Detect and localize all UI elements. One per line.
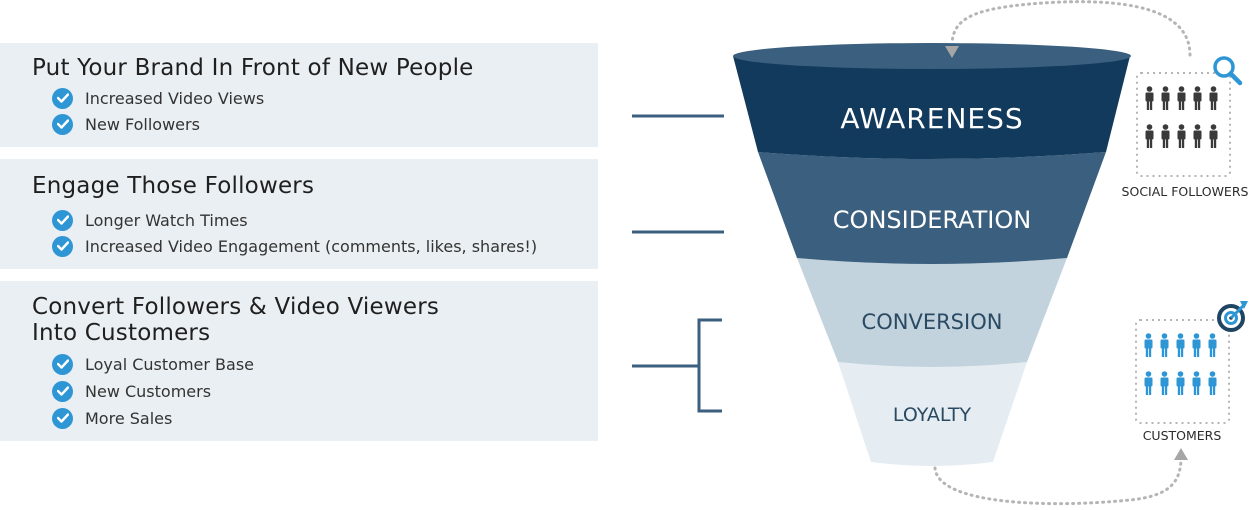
magnifier-icon xyxy=(1213,56,1243,86)
people-icon xyxy=(1144,333,1217,395)
list-item-label: Increased Video Engagement (comments, li… xyxy=(85,236,538,256)
person-icon xyxy=(1177,86,1186,110)
section-consideration: Engage Those Followers Longer Watch Time… xyxy=(0,159,598,269)
list-item-label: Longer Watch Times xyxy=(85,210,248,230)
funnel-rim xyxy=(733,43,1131,69)
funnel-stage-awareness xyxy=(733,56,1130,159)
dotted-arrow-top xyxy=(950,0,1192,57)
section-conversion: Convert Followers & Video Viewers Into C… xyxy=(0,281,598,441)
check-circle-icon xyxy=(52,87,73,109)
funnel: AWARENESS CONSIDERATION CONVERSION LOYAL… xyxy=(733,43,1131,466)
person-icon xyxy=(1177,124,1186,148)
check-circle-icon xyxy=(52,235,73,257)
check-circle-icon xyxy=(52,380,73,402)
check-circle-icon xyxy=(52,209,73,231)
person-icon xyxy=(1160,371,1169,395)
list-item: New Customers xyxy=(52,379,211,403)
person-icon xyxy=(1161,86,1170,110)
person-icon xyxy=(1176,371,1185,395)
stage-label-loyalty: LOYALTY xyxy=(893,404,972,426)
section-awareness: Put Your Brand In Front of New People In… xyxy=(0,43,598,147)
person-icon xyxy=(1192,333,1201,357)
person-icon xyxy=(1144,371,1153,395)
stage-label-consideration: CONSIDERATION xyxy=(833,206,1031,234)
arrowhead-up-icon xyxy=(1174,448,1188,460)
funnel-stage-consideration xyxy=(758,152,1106,264)
person-icon xyxy=(1193,124,1202,148)
funnel-stage-loyalty xyxy=(838,362,1027,466)
person-icon xyxy=(1208,371,1217,395)
list-item-label: New Customers xyxy=(85,381,212,401)
arrowhead-down-icon xyxy=(945,46,959,58)
loop-arrows xyxy=(933,0,1192,506)
list-item-label: More Sales xyxy=(85,408,173,428)
person-icon xyxy=(1209,124,1218,148)
person-icon xyxy=(1145,86,1154,110)
stage-label-awareness: AWARENESS xyxy=(840,102,1023,135)
person-icon xyxy=(1192,371,1201,395)
person-icon xyxy=(1160,333,1169,357)
person-icon xyxy=(1144,333,1153,357)
person-icon xyxy=(1161,124,1170,148)
list-item: Loyal Customer Base xyxy=(52,352,254,376)
check-circle-icon xyxy=(52,113,73,135)
funnel-stage-conversion xyxy=(797,258,1067,367)
dotted-arrow-bottom xyxy=(933,458,1183,506)
list-item: Increased Video Views xyxy=(52,86,264,110)
social-followers-icon xyxy=(1136,56,1243,177)
list-item: More Sales xyxy=(52,406,172,430)
check-circle-icon xyxy=(52,353,73,375)
list-item: Increased Video Engagement (comments, li… xyxy=(52,234,537,258)
list-item: Longer Watch Times xyxy=(52,208,248,232)
list-item: New Followers xyxy=(52,112,200,136)
social-followers-label: SOCIAL FOLLOWERS xyxy=(1122,184,1249,199)
connector-lines xyxy=(632,114,724,413)
list-item-label: Increased Video Views xyxy=(85,88,265,108)
section-title: Put Your Brand In Front of New People xyxy=(32,55,474,81)
list-item-label: Loyal Customer Base xyxy=(85,354,254,374)
person-icon xyxy=(1193,86,1202,110)
people-icon xyxy=(1145,86,1218,148)
check-circle-icon xyxy=(52,407,73,429)
stage-label-conversion: CONVERSION xyxy=(862,310,1003,334)
person-icon xyxy=(1209,86,1218,110)
section-title: Convert Followers & Video Viewers Into C… xyxy=(32,294,440,346)
person-icon xyxy=(1145,124,1154,148)
list-item-label: New Followers xyxy=(85,114,200,134)
person-icon xyxy=(1208,333,1217,357)
customers-icon xyxy=(1135,301,1248,424)
target-icon xyxy=(1217,301,1248,332)
section-title: Engage Those Followers xyxy=(32,173,315,199)
customers-label: CUSTOMERS xyxy=(1143,428,1222,443)
person-icon xyxy=(1176,333,1185,357)
bracket-conversion-loyalty xyxy=(697,318,722,413)
